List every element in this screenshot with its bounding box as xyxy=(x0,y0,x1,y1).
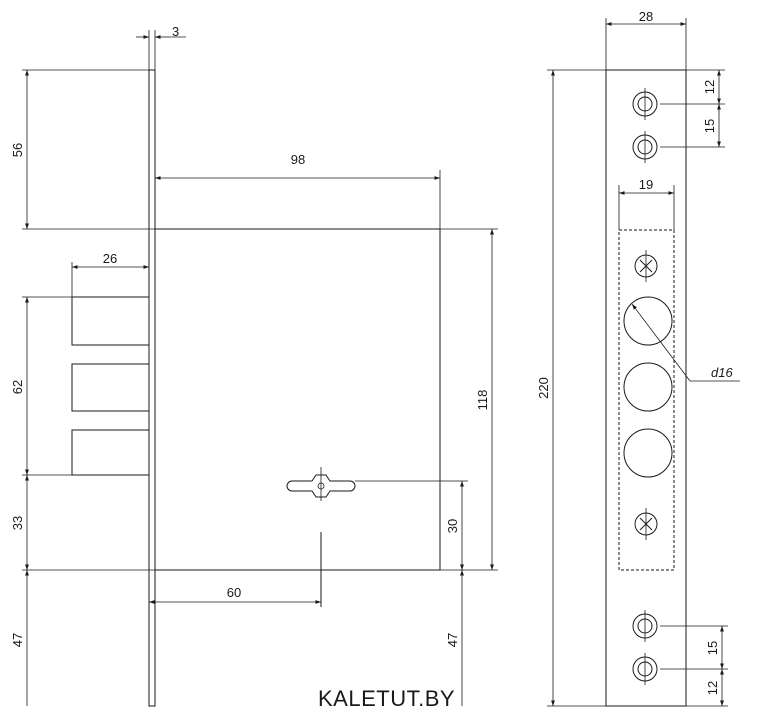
faceplate xyxy=(605,69,687,707)
bolt xyxy=(71,296,150,346)
dim-top-hole-pitch: 15 xyxy=(702,119,717,133)
bolt xyxy=(71,429,150,476)
dim-cutout-width: 19 xyxy=(639,177,653,192)
dim-backset: 60 xyxy=(227,585,241,600)
front-plate-profile xyxy=(148,69,156,707)
bolt-hole xyxy=(623,362,673,412)
dim-top-hole-offset: 12 xyxy=(702,80,717,94)
dim-plate-thickness: 3 xyxy=(172,24,179,39)
brand-label: KALETUT.BY xyxy=(318,686,455,711)
screw-hole-icon xyxy=(632,610,658,642)
dim-plate-height: 220 xyxy=(536,377,551,399)
dim-plate-width: 28 xyxy=(639,9,653,24)
dim-bolt-depth: 26 xyxy=(103,251,117,266)
bolt-hole xyxy=(623,296,673,346)
screw-hole-icon xyxy=(632,131,658,163)
dashed-cutout xyxy=(618,229,675,571)
dim-hole-diameter: d16 xyxy=(711,365,733,380)
dim-body-width: 98 xyxy=(291,152,305,167)
screw-hole-icon xyxy=(632,653,658,685)
cross-screw-icon xyxy=(634,508,658,540)
lock-body xyxy=(154,228,441,571)
side-view: 3 56 98 26 118 62 33 30 60 47 47 xyxy=(10,24,498,707)
dim-bottom-left: 47 xyxy=(10,633,25,647)
screw-hole-icon xyxy=(632,88,658,120)
bolt-hole xyxy=(623,428,673,478)
keyhole xyxy=(286,474,356,498)
cross-screw-icon xyxy=(634,250,658,282)
dim-top-offset: 56 xyxy=(10,143,25,157)
dim-key-height: 30 xyxy=(445,519,460,533)
dim-bottom-hole-pitch: 15 xyxy=(705,641,720,655)
dim-bottom-hole-offset: 12 xyxy=(705,681,720,695)
dim-bolt-to-bottom: 33 xyxy=(10,516,25,530)
dim-body-height: 118 xyxy=(475,390,490,411)
dim-bottom-right: 47 xyxy=(445,633,460,647)
dim-bolt-span: 62 xyxy=(10,380,25,394)
bolt xyxy=(71,363,150,412)
front-view: 28 220 12 15 19 d16 15 12 xyxy=(536,9,740,707)
